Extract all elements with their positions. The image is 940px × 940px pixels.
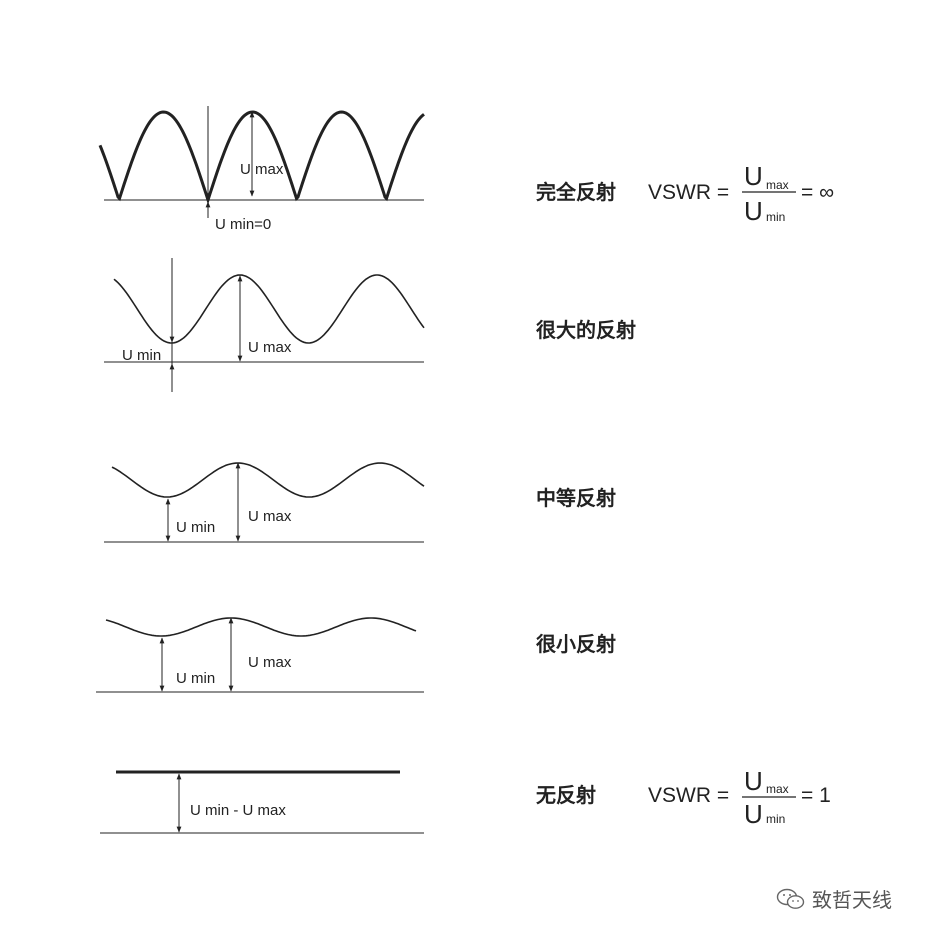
formula-numerator-sub: max	[766, 178, 789, 192]
standing-wave-curve	[111, 462, 425, 498]
row-title: 完全反射	[536, 180, 616, 204]
watermark: 致哲天线	[776, 884, 892, 913]
vswr-label: VSWR =	[648, 784, 729, 807]
formula-denominator: U	[744, 799, 763, 829]
row-no-reflection: U min - U max	[100, 770, 424, 834]
formula-numerator: U	[744, 766, 763, 796]
row-title: 很大的反射	[536, 318, 636, 342]
vswr-formula: VSWR = U max U min = 1	[648, 766, 831, 829]
umax-label: U max	[248, 654, 292, 671]
watermark-text: 致哲天线	[812, 888, 892, 912]
row-large-reflection: U min U max	[104, 258, 425, 392]
umin-minus-umax-label: U min - U max	[190, 802, 286, 819]
row-small-reflection: U min U max	[96, 617, 424, 693]
formula-denominator: U	[744, 196, 763, 226]
standing-wave-curve	[113, 274, 425, 344]
formula-result: = ∞	[801, 181, 834, 204]
formula-denominator-sub: min	[766, 210, 785, 224]
vswr-label: VSWR =	[648, 181, 729, 204]
umin-label: U min	[122, 347, 161, 364]
standing-wave-curve	[105, 617, 417, 637]
umin-label: U min	[176, 670, 215, 687]
vswr-formula: VSWR = U max U min = ∞	[648, 161, 834, 226]
formula-result: = 1	[801, 784, 831, 807]
umax-label: U max	[248, 339, 292, 356]
umin-zero-label: U min=0	[215, 216, 271, 233]
umin-label: U min	[176, 519, 215, 536]
row-medium-reflection: U min U max	[104, 462, 425, 543]
standing-wave-curve	[98, 110, 425, 205]
umax-label: U max	[240, 161, 284, 178]
row-total-reflection: U max U min=0	[98, 106, 425, 233]
umax-label: U max	[248, 508, 292, 525]
row-title: 中等反射	[536, 486, 616, 510]
wechat-icon	[776, 888, 805, 909]
formula-numerator-sub: max	[766, 782, 789, 796]
formula-numerator: U	[744, 161, 763, 191]
row-title: 很小反射	[536, 632, 616, 656]
row-title: 无反射	[536, 783, 596, 807]
formula-denominator-sub: min	[766, 812, 785, 826]
